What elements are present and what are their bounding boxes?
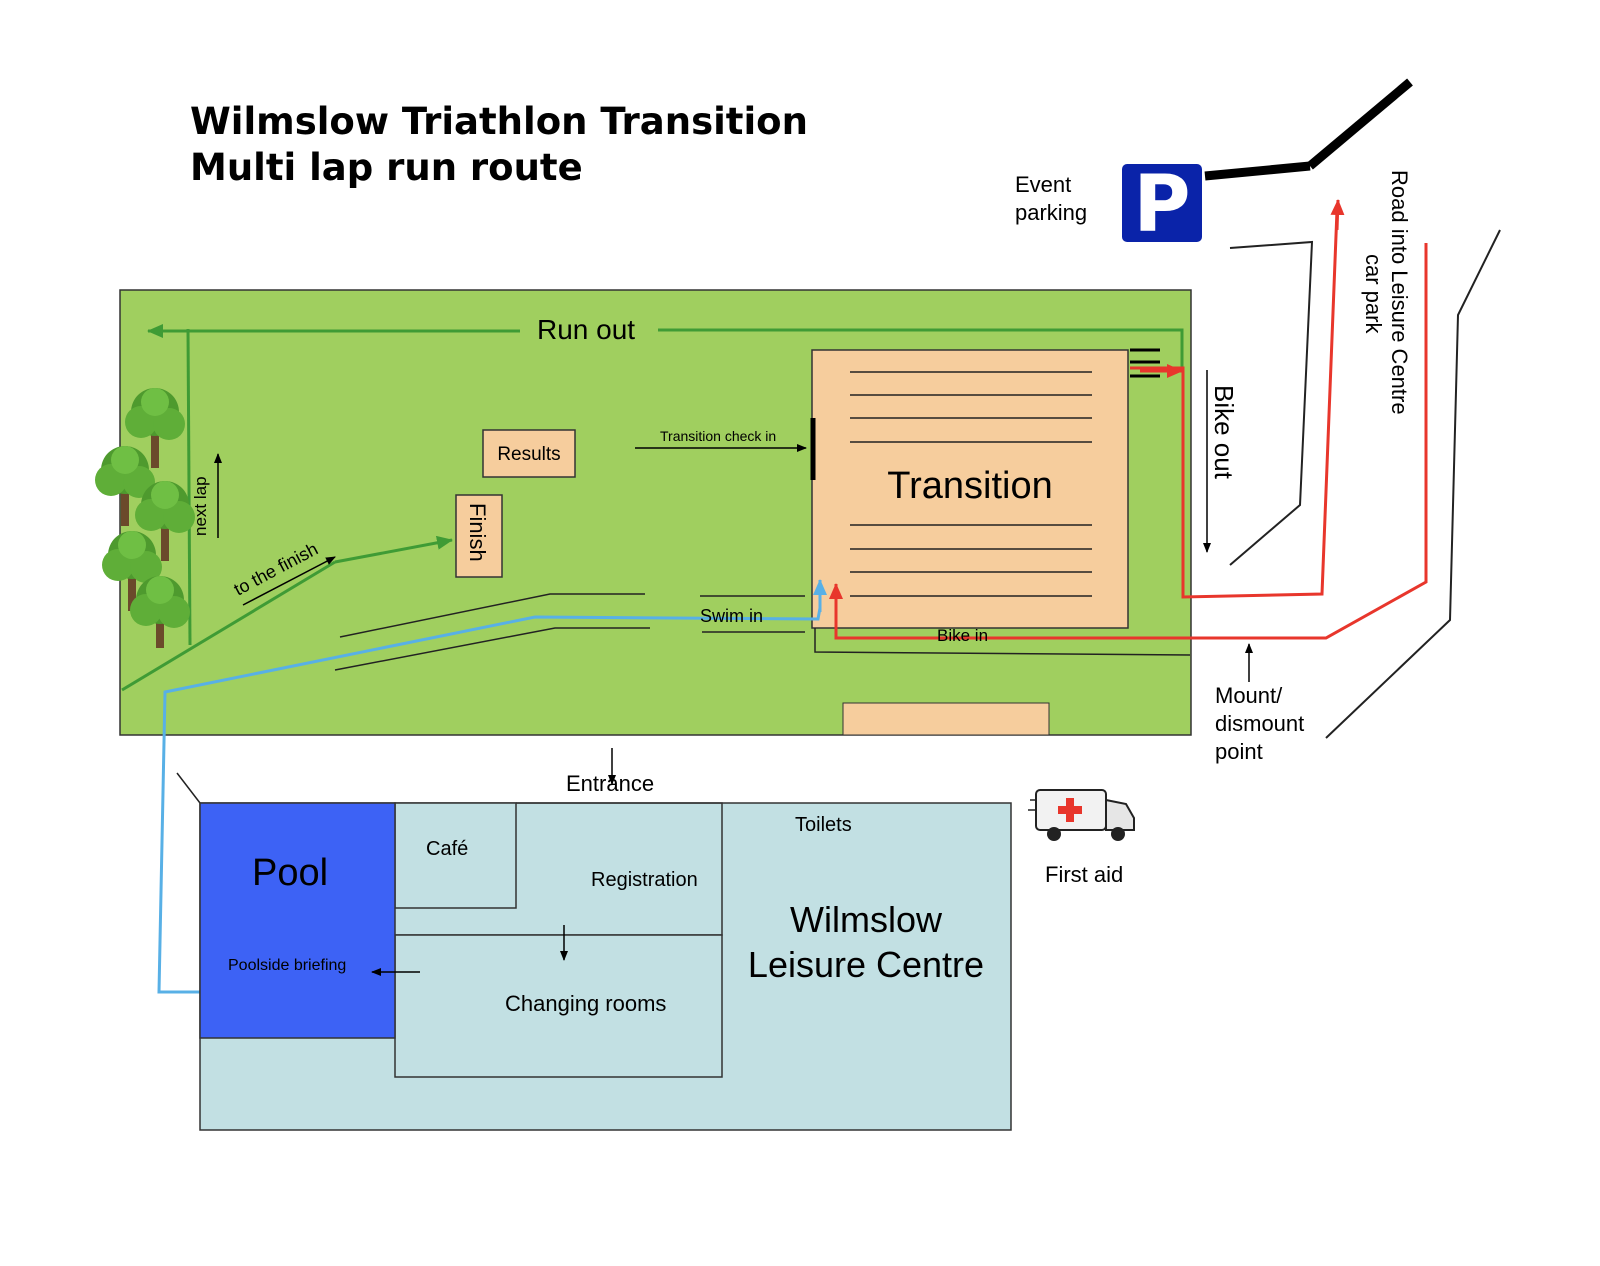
- run-out-route: [121, 324, 1184, 692]
- parking-sign-letter: P: [1133, 160, 1190, 250]
- finish-label: Finish: [465, 503, 490, 562]
- bike-in-boundary: [814, 628, 1191, 656]
- bike-route: [829, 199, 1428, 640]
- building-corner-line: [176, 772, 201, 804]
- map-title-line1: Wilmslow Triathlon Transition: [190, 100, 808, 143]
- toilets-label: Toilets: [795, 814, 852, 836]
- registration-label: Registration: [591, 869, 698, 891]
- bike-racks: [850, 371, 1092, 597]
- swim-in-label: Swim in: [700, 606, 763, 626]
- transition-exit-gate: [1130, 348, 1160, 378]
- swim-route: [157, 579, 827, 994]
- first-aid-label: First aid: [1045, 862, 1123, 887]
- event-parking-label-line2: parking: [1015, 200, 1087, 225]
- pool-room: [199, 802, 396, 1039]
- finish-box: [455, 494, 503, 578]
- transition-area: [811, 349, 1129, 629]
- parking-sign-icon: P: [1122, 160, 1202, 250]
- entrance-label: Entrance: [566, 771, 654, 796]
- bike-in-label: Bike in: [937, 626, 988, 645]
- to-the-finish-arrow: [242, 556, 336, 606]
- changing-rooms-room: [394, 934, 723, 1078]
- ambulance-icon: [1028, 789, 1135, 841]
- road-outline: [1229, 229, 1501, 739]
- mount-dismount-label-line2: dismount: [1215, 711, 1304, 736]
- results-label: Results: [497, 444, 560, 465]
- next-lap-label: next lap: [191, 476, 210, 536]
- transition-label: Transition: [887, 465, 1052, 507]
- pool-label: Pool: [252, 852, 328, 894]
- car-park-access-road: [1204, 78, 1413, 181]
- bike-out-label: Bike out: [1209, 385, 1239, 480]
- road-label-line1: Road into Leisure Centre: [1387, 170, 1412, 415]
- run-out-label: Run out: [537, 314, 635, 345]
- leisure-centre-label-line2: Leisure Centre: [748, 944, 984, 985]
- swim-in-path-walls: [334, 593, 805, 671]
- changing-rooms-label: Changing rooms: [505, 991, 666, 1016]
- cafe-label: Café: [426, 838, 468, 860]
- transition-check-in-label: Transition check in: [660, 428, 776, 444]
- results-box: [482, 429, 576, 478]
- tree-icon: [95, 388, 195, 648]
- mount-dismount-label-line3: point: [1215, 739, 1263, 764]
- map-title-line2: Multi lap run route: [190, 146, 583, 189]
- event-parking-label-line1: Event: [1015, 172, 1071, 197]
- poolside-briefing-label: Poolside briefing: [228, 957, 346, 974]
- road-label-line2: car park: [1361, 254, 1386, 334]
- leisure-centre-label-line1: Wilmslow: [790, 899, 943, 940]
- field-tan-box: [842, 702, 1050, 736]
- mount-dismount-label-line1: Mount/: [1215, 683, 1283, 708]
